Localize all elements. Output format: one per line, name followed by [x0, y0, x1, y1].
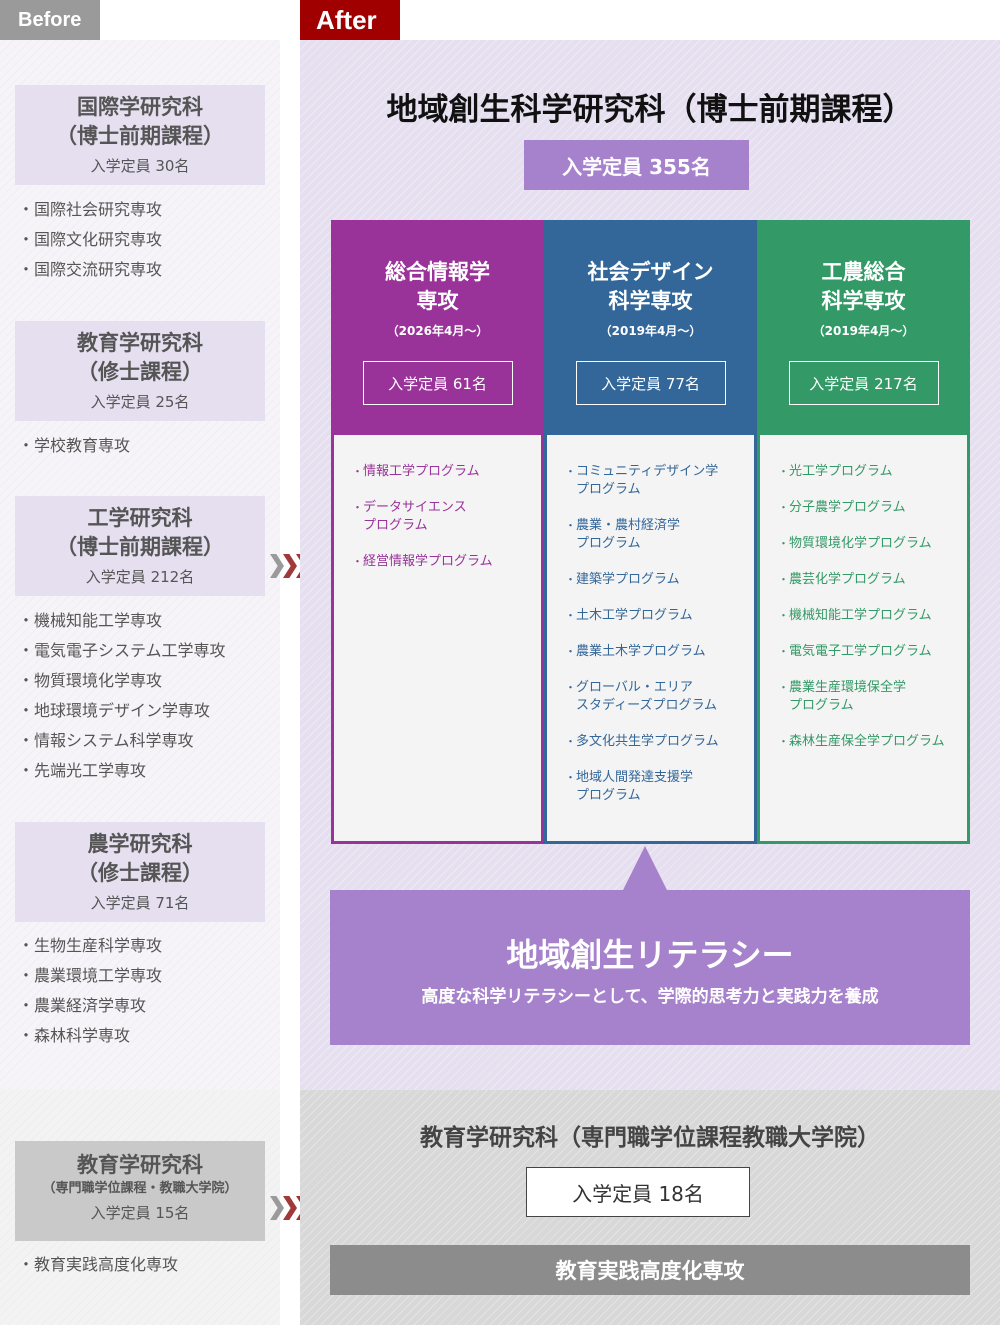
program-item: 光工学プログラム [778, 463, 957, 481]
major-name: 総合情報学 [385, 260, 490, 284]
major-name: 社会デザイン [587, 260, 714, 284]
list-item: 農業経済学専攻 [18, 991, 162, 1021]
old-school-capacity: 入学定員 15名 [90, 1204, 190, 1222]
professional-major: 教育実践高度化専攻 [330, 1245, 970, 1295]
program-item: 森林生産保全学プログラム [778, 733, 957, 751]
old-school-capacity: 入学定員 212名 [85, 568, 195, 586]
program-list: 光工学プログラム 分子農学プログラム 物質環境化学プログラム 農芸化学プログラム… [760, 435, 967, 841]
program-item: 経営情報学プログラム [352, 553, 531, 571]
old-major-list: 機械知能工学専攻 電気電子システム工学専攻 物質環境化学専攻 地球環境デザイン学… [18, 606, 226, 786]
old-school-subtitle: （博士前期課程） [56, 124, 224, 148]
major-capacity: 入学定員 217名 [788, 361, 939, 405]
old-school-title: 国際学研究科 [77, 95, 203, 119]
program-item: 電気電子工学プログラム [778, 643, 957, 661]
major-start-date: （2019年4月～） [599, 324, 702, 338]
program-item: 農芸化学プログラム [778, 571, 957, 589]
before-professional-panel: 教育学研究科 （専門職学位課程・教職大学院） 入学定員 15名 教育実践高度化専… [0, 1090, 280, 1325]
old-major-list: 教育実践高度化専攻 [18, 1250, 178, 1280]
old-school-capacity: 入学定員 71名 [90, 894, 190, 912]
list-item: 国際交流研究専攻 [18, 255, 162, 285]
professional-school-title: 教育学研究科（専門職学位課程教職大学院） [420, 1125, 880, 1151]
list-item: 教育実践高度化専攻 [18, 1250, 178, 1280]
professional-capacity: 入学定員 18名 [526, 1167, 750, 1217]
total-capacity-badge: 入学定員 355名 [524, 140, 749, 190]
program-item: 分子農学プログラム [778, 499, 957, 517]
old-school-box: 教育学研究科 （専門職学位課程・教職大学院） 入学定員 15名 [15, 1141, 265, 1241]
program-item: 建築学プログラム [565, 571, 744, 589]
list-item: 学校教育専攻 [18, 431, 130, 461]
literacy-title: 地域創生リテラシー [506, 936, 794, 974]
old-school-capacity: 入学定員 25名 [90, 393, 190, 411]
list-item: 機械知能工学専攻 [18, 606, 226, 636]
old-school-subtitle: （修士課程） [77, 360, 203, 384]
new-school-title: 地域創生科学研究科（博士前期課程） [386, 92, 914, 128]
major-start-date: （2019年4月～） [812, 324, 915, 338]
list-item: 電気電子システム工学専攻 [18, 636, 226, 666]
major-header: 工農総合 科学専攻 （2019年4月～） 入学定員 217名 [760, 223, 967, 435]
program-item: 物質環境化学プログラム [778, 535, 957, 553]
old-school-title: 教育学研究科 [77, 1153, 203, 1177]
literacy-pointer-arrow-icon [623, 846, 667, 890]
before-panel: 国際学研究科 （博士前期課程） 入学定員 30名 国際社会研究専攻 国際文化研究… [0, 40, 280, 1090]
major-name: 専攻 [416, 289, 459, 313]
list-item: 国際文化研究専攻 [18, 225, 162, 255]
major-start-date: （2026年4月～） [386, 324, 489, 338]
major-header: 総合情報学 専攻 （2026年4月～） 入学定員 61名 [334, 223, 541, 435]
old-school-title: 工学研究科 [87, 506, 193, 530]
before-tag: Before [0, 0, 100, 40]
old-major-list: 学校教育専攻 [18, 431, 130, 461]
old-school-box: 国際学研究科 （博士前期課程） 入学定員 30名 [15, 85, 265, 185]
major-name: 工農総合 [821, 260, 906, 284]
major-column-social-design: 社会デザイン 科学専攻 （2019年4月～） 入学定員 77名 コミュニティデザ… [544, 220, 757, 844]
major-capacity: 入学定員 61名 [362, 361, 513, 405]
old-school-capacity: 入学定員 30名 [90, 157, 190, 175]
program-item: 農業土木学プログラム [565, 643, 744, 661]
old-major-list: 国際社会研究専攻 国際文化研究専攻 国際交流研究専攻 [18, 195, 162, 285]
after-tag: After [300, 0, 400, 40]
list-item: 国際社会研究専攻 [18, 195, 162, 225]
list-item: 先端光工学専攻 [18, 756, 226, 786]
program-item: 多文化共生学プログラム [565, 733, 744, 751]
list-item: 農業環境工学専攻 [18, 961, 162, 991]
list-item: 森林科学専攻 [18, 1021, 162, 1051]
old-school-title: 農学研究科 [87, 832, 193, 856]
after-professional-panel: 教育学研究科（専門職学位課程教職大学院） 入学定員 18名 教育実践高度化専攻 [300, 1090, 1000, 1325]
old-school-subtitle: （専門職学位課程・教職大学院） [42, 1181, 238, 1196]
literacy-subtitle: 高度な科学リテラシーとして、学際的思考力と実践力を養成 [421, 987, 879, 1007]
list-item: 地球環境デザイン学専攻 [18, 696, 226, 726]
major-name: 科学専攻 [608, 289, 693, 313]
list-item: 物質環境化学専攻 [18, 666, 226, 696]
major-column-engineering-agriculture: 工農総合 科学専攻 （2019年4月～） 入学定員 217名 光工学プログラム … [757, 220, 970, 844]
major-capacity: 入学定員 77名 [575, 361, 726, 405]
old-school-subtitle: （博士前期課程） [56, 535, 224, 559]
major-column-informatics: 総合情報学 専攻 （2026年4月～） 入学定員 61名 情報工学プログラム デ… [331, 220, 544, 844]
literacy-box: 地域創生リテラシー 高度な科学リテラシーとして、学際的思考力と実践力を養成 [330, 890, 970, 1045]
old-school-title: 教育学研究科 [77, 331, 203, 355]
old-school-box: 工学研究科 （博士前期課程） 入学定員 212名 [15, 496, 265, 596]
old-school-subtitle: （修士課程） [77, 861, 203, 885]
program-item: 情報工学プログラム [352, 463, 531, 481]
major-name: 科学専攻 [821, 289, 906, 313]
old-school-box: 農学研究科 （修士課程） 入学定員 71名 [15, 822, 265, 922]
list-item: 情報システム科学専攻 [18, 726, 226, 756]
major-header: 社会デザイン 科学専攻 （2019年4月～） 入学定員 77名 [547, 223, 754, 435]
list-item: 生物生産科学専攻 [18, 931, 162, 961]
program-item: 機械知能工学プログラム [778, 607, 957, 625]
old-major-list: 生物生産科学専攻 農業環境工学専攻 農業経済学専攻 森林科学専攻 [18, 931, 162, 1051]
program-item: 土木工学プログラム [565, 607, 744, 625]
after-panel: 地域創生科学研究科（博士前期課程） 入学定員 355名 総合情報学 専攻 （20… [300, 40, 1000, 1090]
old-school-box: 教育学研究科 （修士課程） 入学定員 25名 [15, 321, 265, 421]
